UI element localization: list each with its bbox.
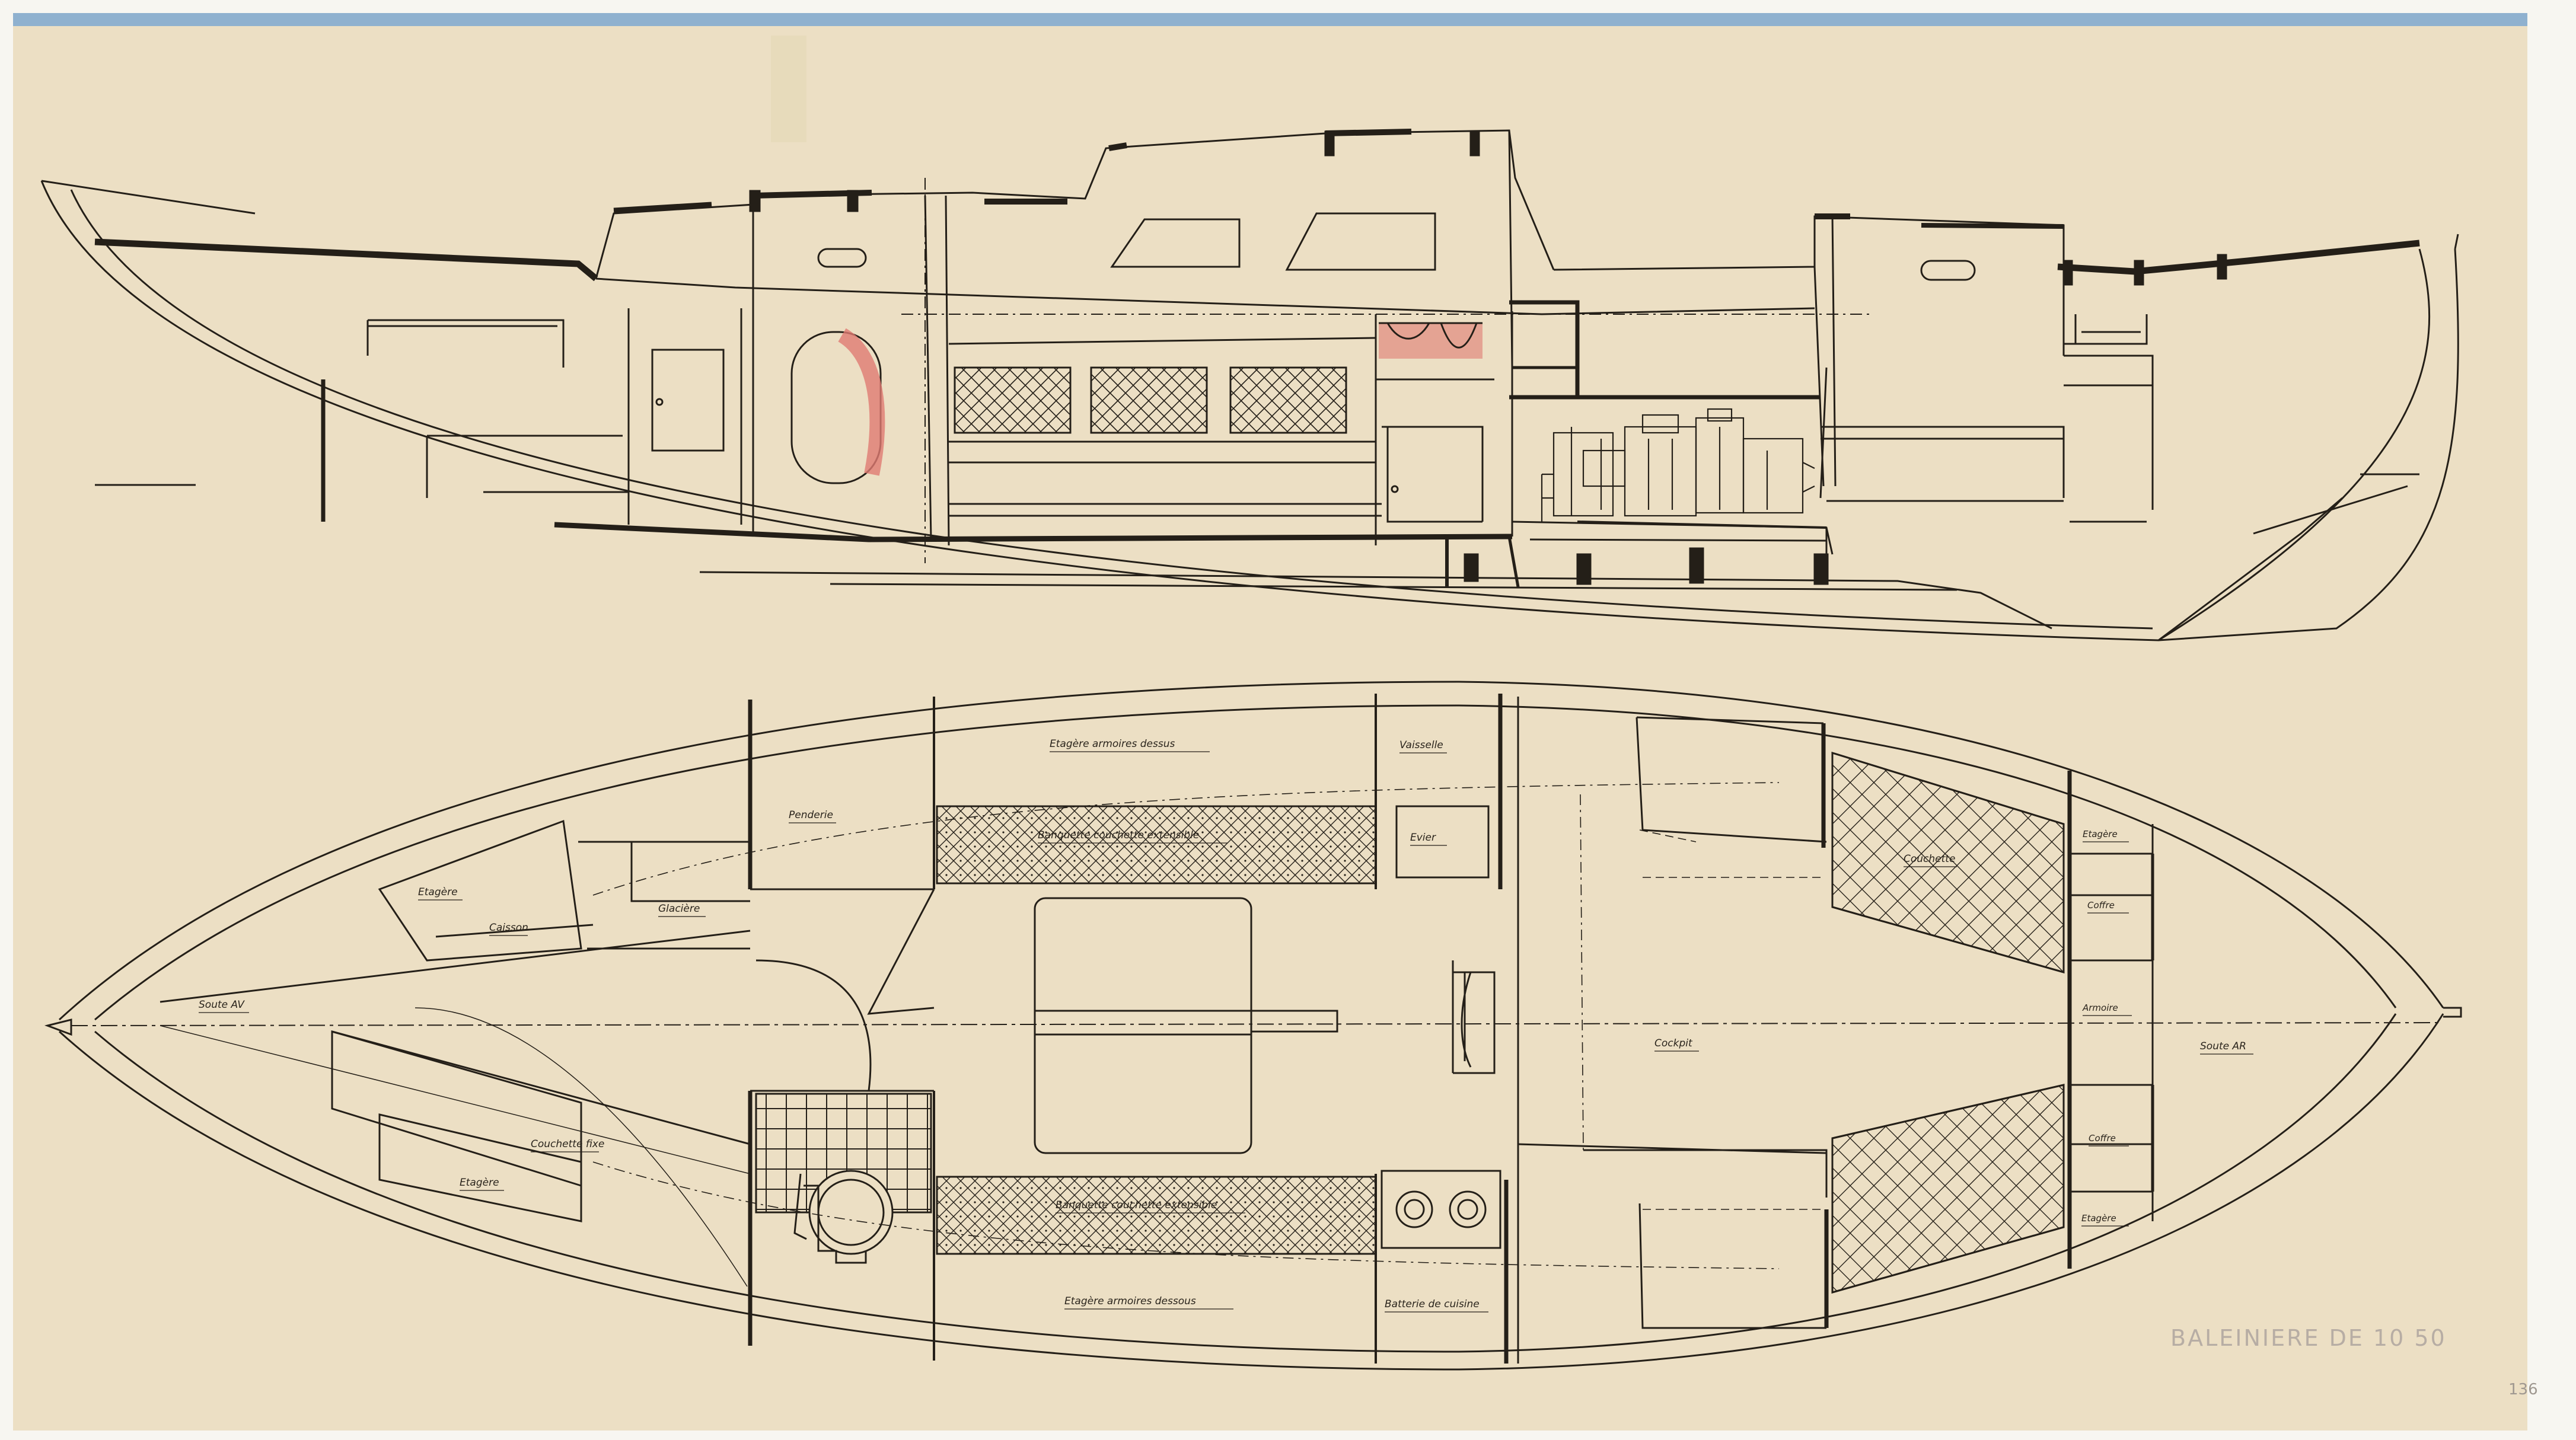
label-coffre-r2: Coffre (2089, 1133, 2116, 1144)
label-etagere-left-bottom: Etagère (460, 1177, 499, 1189)
label-couchette-fixe: Couchette fixe (531, 1138, 604, 1150)
label-penderie: Penderie (789, 809, 833, 821)
plan-view (44, 681, 2462, 1371)
label-glaciere: Glacière (658, 903, 700, 915)
label-banquette-top: Banquette couchette extensible (1038, 829, 1199, 841)
label-etagere-r2: Etagère (2081, 1213, 2116, 1224)
label-soute-av: Soute AV (199, 999, 245, 1011)
label-coffre-r1: Coffre (2087, 900, 2115, 911)
label-etagere-r1: Etagère (2083, 829, 2118, 839)
engine (1541, 408, 1815, 522)
label-etagere-top: Etagère armoires dessus (1050, 738, 1175, 750)
label-soute-ar: Soute AR (2200, 1040, 2246, 1052)
drawing-title: BALEINIERE DE 10 50 (2170, 1325, 2447, 1351)
label-etagere-left-top: Etagère (418, 886, 458, 898)
label-armoire: Armoire (2082, 1002, 2118, 1013)
label-batterie-cuisine: Batterie de cuisine (1385, 1298, 1480, 1310)
sheet-number: 136 (2508, 1381, 2538, 1399)
plan-labels: Etagère armoires dessus Etagère armoires… (199, 738, 2253, 1313)
label-evier: Evier (1410, 832, 1436, 844)
label-vaisselle: Vaisselle (1399, 739, 1443, 751)
blue-tape (13, 13, 2527, 26)
label-couchette: Couchette (1904, 853, 1955, 865)
label-banquette-bottom: Banquette couchette extensible (1056, 1199, 1217, 1211)
label-etagere-bottom: Etagère armoires dessous (1064, 1295, 1196, 1307)
profile-view (40, 129, 2459, 641)
label-caisson: Caisson (489, 922, 528, 934)
label-cockpit: Cockpit (1654, 1037, 1693, 1049)
